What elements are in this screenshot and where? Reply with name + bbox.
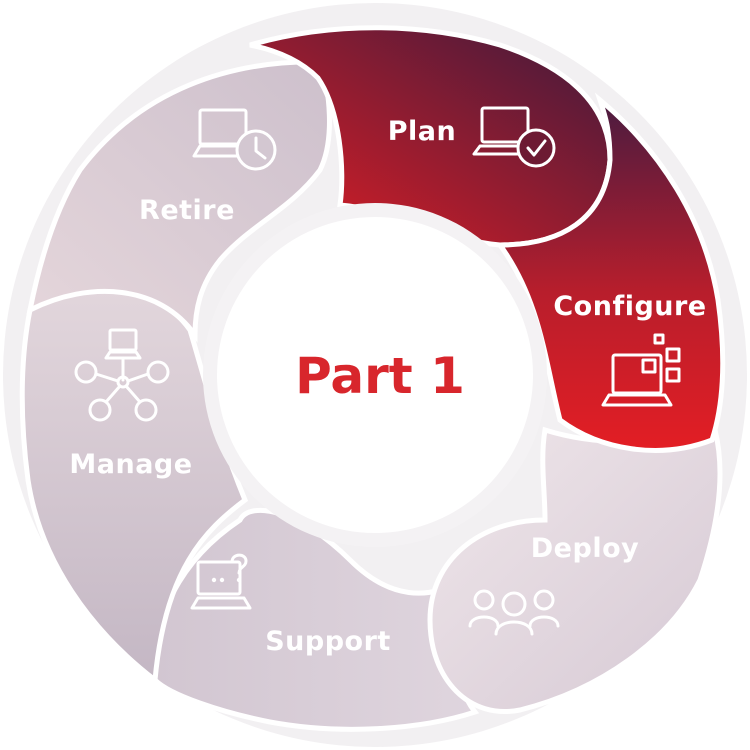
center-disc [217,217,533,533]
laptop-clock-icon [192,108,277,171]
segment-label-retire: Retire [139,195,235,226]
center-label: Part 1 [295,347,465,405]
segment-label-deploy: Deploy [531,533,639,564]
segment-label-support: Support [265,626,391,657]
users-group-icon [468,589,560,636]
segment-label-plan: Plan [388,116,457,147]
laptop-blocks-icon [601,333,681,407]
segment-label-manage: Manage [69,449,192,480]
laptop-question-icon [190,553,252,610]
segment-label-configure: Configure [553,291,706,322]
laptop-check-icon [472,106,556,168]
segment-configure[interactable] [495,92,726,453]
network-laptop-icon [74,328,170,422]
